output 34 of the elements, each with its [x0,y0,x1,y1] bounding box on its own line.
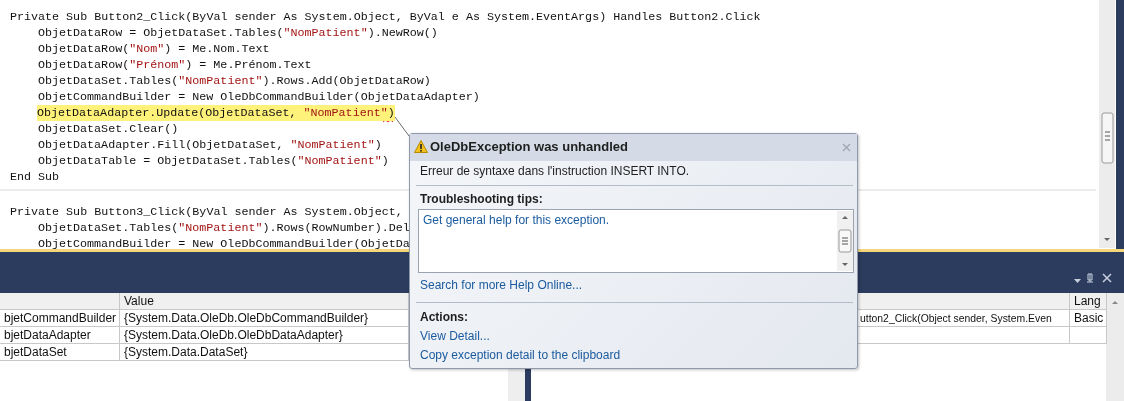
tips-list [418,209,854,273]
code-line: Private Sub Button2_Click(ByVal sender As System.Object, ByVal e As System.EventArgs) Handles Button2.Click [10,9,761,25]
table-cell: {System.Data.OleDb.OleDbCommandBuilder} [120,310,409,327]
section-heading: Actions: [420,310,468,324]
column-header: Lang [1070,293,1107,310]
code-line: ObjetCommandBuilder = New OleDbCommandBuilder(ObjetDataAdapter) [38,89,480,105]
code-line: ObjetDataSet.Tables("NomPatient").Rows.Add(ObjetDataRow) [38,73,431,89]
action-link: Copy exception detail to the clipboard [420,348,621,362]
table-cell: {System.Data.OleDb.OleDbDataAdapter} [120,327,409,344]
code-line: ObjetDataRow("Nom") = Me.Nom.Text [38,41,270,57]
table-cell: bjetCommandBuilder [0,310,120,327]
error-message: Erreur de syntaxe dans l'instruction INSERT INTO. [420,164,690,178]
code-line: End Sub [10,169,60,185]
action-link: View Detail... [420,329,490,343]
table-cell: {System.Data.DataSet} [120,344,409,361]
section-heading: Troubleshooting tips: [420,192,543,206]
code-line: ObjetDataAdapter.Fill(ObjetDataSet, "NomPatient") [38,137,382,153]
code-line: ObjetDataSet.Tables("NomPatient").Rows(RowNumber).Del [38,220,410,236]
code-line: ObjetDataRow = ObjetDataSet.Tables("NomPatient").NewRow() [38,25,438,41]
help-link: Get general help for this exception. [423,213,610,227]
table-cell: utton2_Click(Object sender, System.Even [858,310,1070,327]
table-cell: bjetDataAdapter [0,327,120,344]
code-line: ObjetDataRow("Prénom") = Me.Prénom.Text [38,57,312,73]
code-line: ObjetDataTable = ObjetDataSet.Tables("NomPatient") [38,153,389,169]
table-cell: bjetDataSet [0,344,120,361]
column-header: Value [120,293,409,310]
table-cell: Basic [1070,310,1107,327]
leader-line [394,116,410,137]
exception-dialog [409,133,858,369]
code-line: ObjetDataSet.Clear() [38,121,179,137]
code-line: Private Sub Button3_Click(ByVal sender As System.Object, [10,204,403,220]
help-link: Search for more Help Online... [420,278,583,292]
dialog-title: OleDbException was unhandled [430,139,628,154]
code-line: ObjetCommandBuilder = New OleDbCommandBuilder(ObjetDa [38,236,410,252]
